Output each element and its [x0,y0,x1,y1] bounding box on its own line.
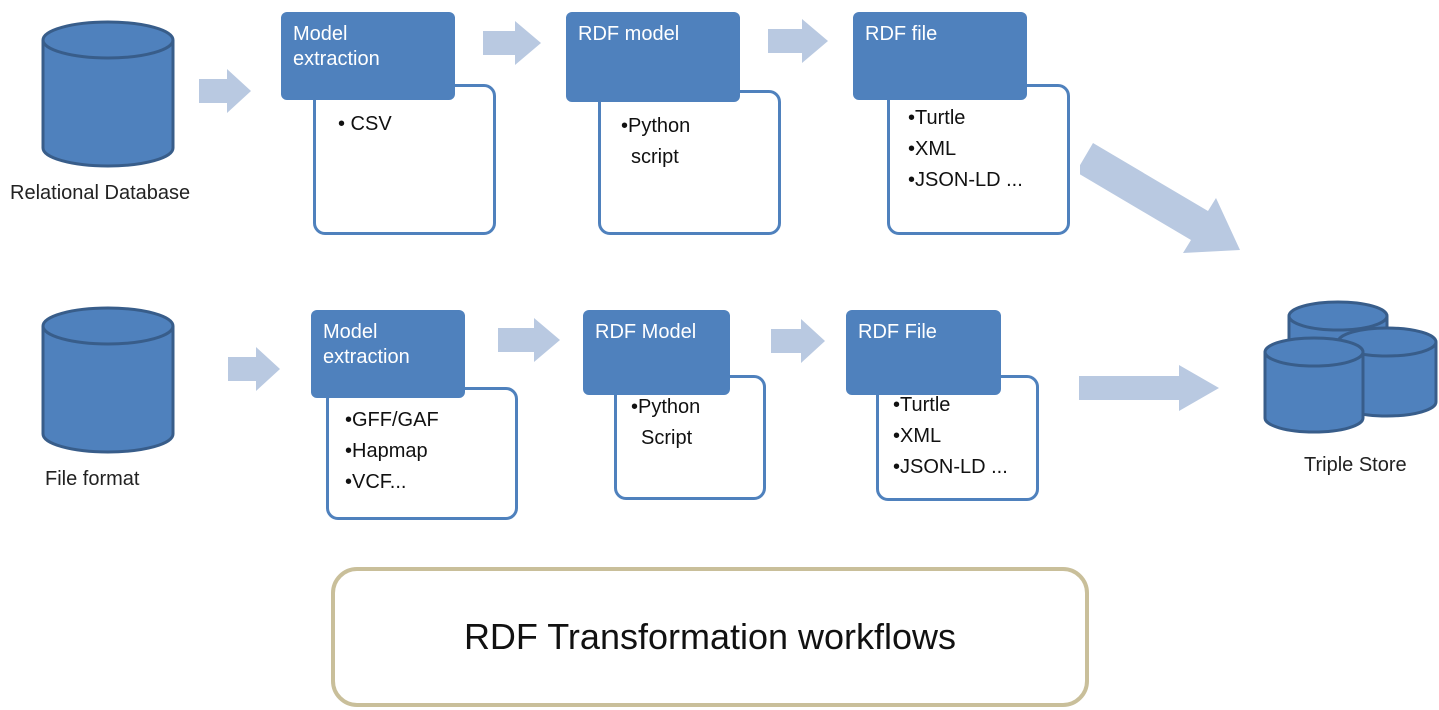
relational-database-label: Relational Database [10,182,191,204]
rdf-model-header-1: RDF model [566,12,740,102]
arrow-right-icon [498,318,560,362]
rdf-model-card-2: •Python Script [614,375,766,500]
arrow-right-icon [199,69,251,113]
rdf-file-header-2: RDF File [846,310,1001,395]
card-item: • CSV [338,113,392,135]
model-extraction-header-2: Model extraction [311,310,465,398]
triple-store-label: Triple Store [1304,454,1407,476]
card-item: •XML [893,425,942,447]
card-item: Script [641,427,693,449]
header-title-line1: Model [293,23,348,45]
relational-database-icon [41,20,175,168]
header-title-line1: Model [323,321,378,343]
rdf-model-card-1: •Python script [598,90,781,235]
arrow-right-icon [228,347,280,391]
rdf-file-header-1: RDF file [853,12,1027,100]
header-title: RDF model [578,23,680,45]
card-item: •VCF... [345,471,407,493]
header-title: RDF file [865,23,938,45]
model-extraction-card-1: • CSV [313,84,496,235]
card-item: •Turtle [908,107,966,129]
header-title: RDF File [858,321,937,343]
diagram-caption-box: RDF Transformation workflows [331,567,1089,707]
model-extraction-card-2: •GFF/GAF •Hapmap •VCF... [326,387,518,520]
card-item: •XML [908,138,957,160]
model-extraction-header-1: Model extraction [281,12,455,100]
file-format-label: File format [45,468,140,490]
arrow-right-icon [1079,365,1219,411]
triple-store-icon [1263,300,1438,434]
arrow-right-icon [771,319,825,363]
rdf-file-card-1: •Turtle •XML •JSON-LD ... [887,84,1070,235]
file-format-icon [41,306,175,454]
card-item: •Hapmap [345,440,428,462]
rdf-model-header-2: RDF Model [583,310,730,395]
card-item: •JSON-LD ... [893,456,1008,478]
card-item: •Turtle [893,394,951,416]
diagram-caption: RDF Transformation workflows [463,616,957,657]
card-item: •Python [631,396,701,418]
header-title-line2: extraction [293,48,380,70]
header-title-line2: extraction [323,346,410,368]
card-item: •JSON-LD ... [908,169,1023,191]
rdf-file-card-2: •Turtle •XML •JSON-LD ... [876,375,1039,501]
card-item: •Python [621,115,691,137]
arrow-right-icon [768,19,828,63]
card-item: script [631,146,679,168]
card-item: •GFF/GAF [345,409,439,431]
arrow-right-icon [483,21,541,65]
arrow-diagonal-icon [1080,143,1240,253]
header-title: RDF Model [595,321,697,343]
